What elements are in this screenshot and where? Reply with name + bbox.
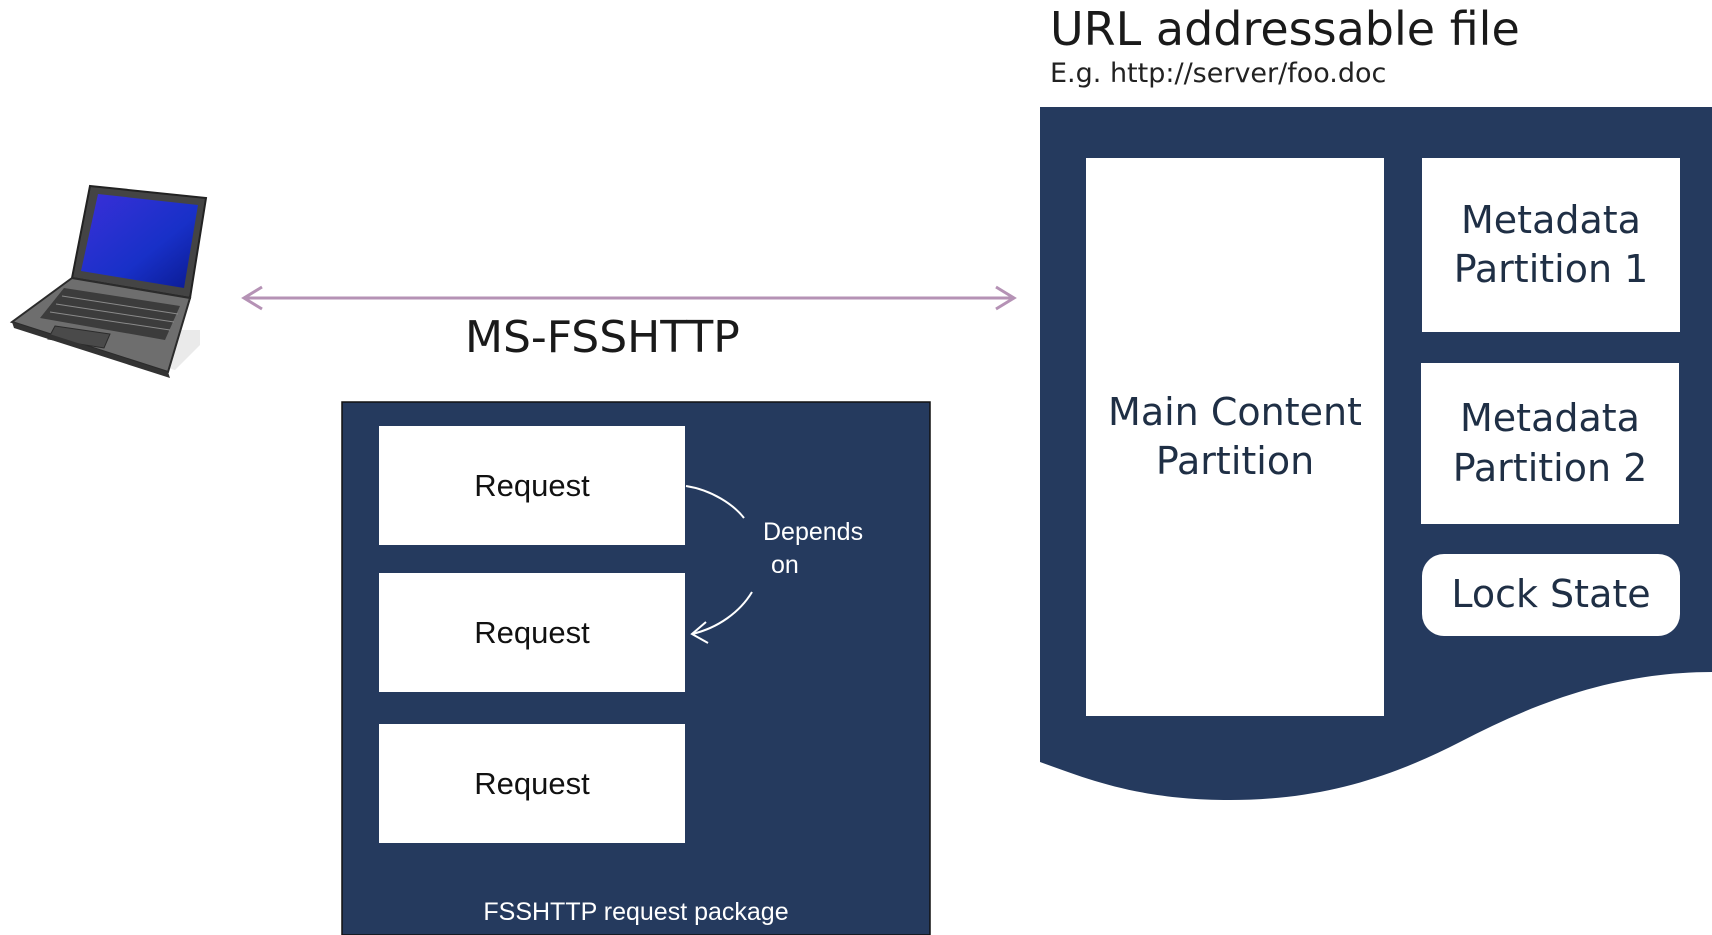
metadata-partition-1: Metadata Partition 1 [1422, 158, 1680, 332]
package-label: FSSHTTP request package [483, 898, 789, 926]
metadata-partition-2-label: Metadata Partition 2 [1452, 396, 1648, 490]
request-box-1: Request [379, 426, 685, 545]
protocol-arrow [241, 285, 1017, 311]
request-label-1: Request [474, 467, 590, 503]
file-title: URL addressable file [1050, 2, 1520, 56]
request-label-3: Request [474, 765, 590, 801]
protocol-label: MS-FSSHTTP [465, 312, 740, 363]
file-subtitle: E.g. http://server/foo.doc [1050, 58, 1387, 89]
main-content-partition: Main Content Partition [1086, 158, 1384, 716]
laptop-icon [9, 184, 208, 378]
depends-on-label: Depends on [763, 516, 863, 581]
depends-on-line2: on [771, 550, 799, 579]
metadata-partition-2: Metadata Partition 2 [1421, 363, 1679, 524]
request-label-2: Request [474, 614, 590, 650]
metadata-partition-1-label: Metadata Partition 1 [1453, 197, 1649, 291]
request-box-3: Request [379, 724, 685, 843]
lock-state: Lock State [1422, 554, 1680, 636]
request-box-2: Request [379, 573, 685, 692]
depends-arrow [685, 485, 753, 644]
depends-on-line1: Depends [763, 518, 864, 546]
lock-state-label: Lock State [1451, 572, 1651, 617]
main-content-label: Main Content Partition [1108, 389, 1362, 483]
